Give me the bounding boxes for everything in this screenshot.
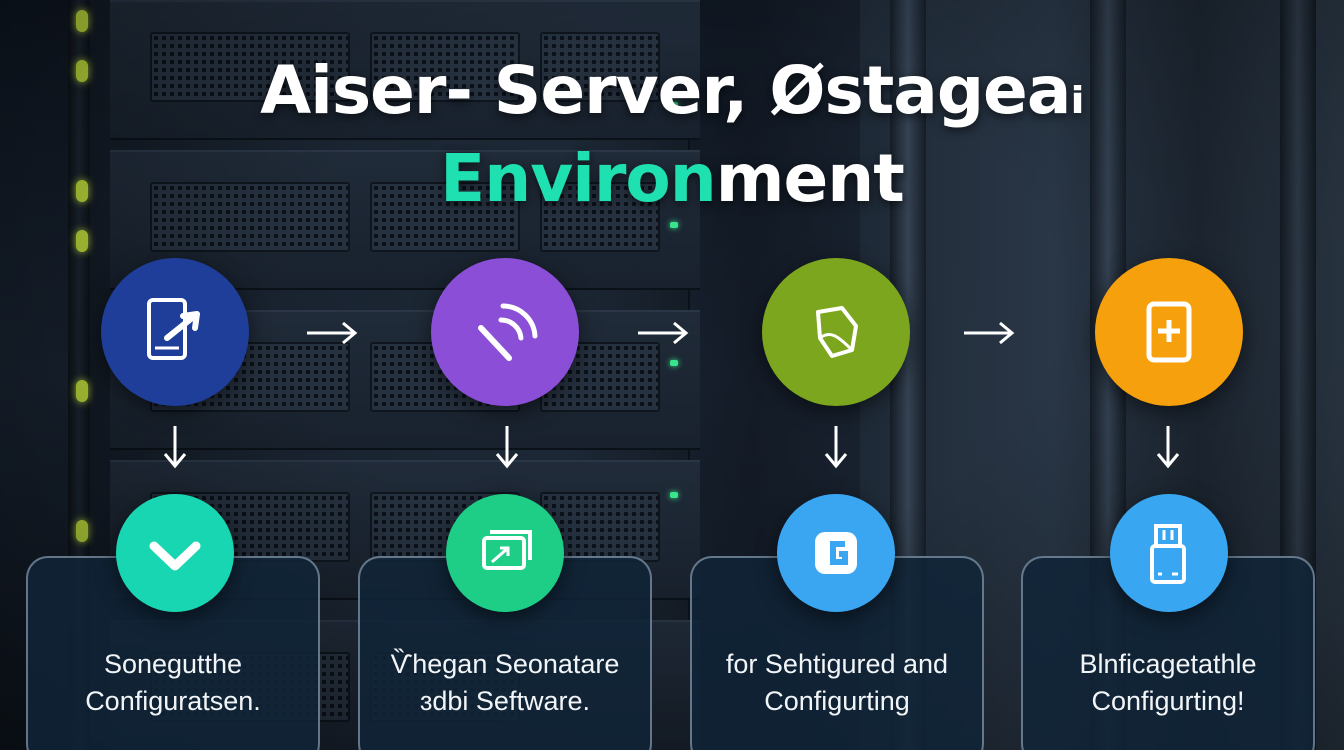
signal-wave-icon [478, 303, 538, 361]
leaf-document-icon [816, 306, 858, 358]
letter-c-icon [815, 532, 857, 574]
arrow-down-icon [163, 426, 187, 469]
title-line-1: Aiser- Server, Østageaᵢ [260, 52, 1085, 129]
step-3-bottom-node [777, 494, 895, 612]
arrow-down-icon [1156, 426, 1180, 469]
step-2-text: Ѷhegan Seonatare ɜdbi Seftware. [360, 646, 650, 720]
step-3-line-2: Configurting [764, 686, 910, 716]
step-4-text: Blnficagetathle Configurting! [1023, 646, 1313, 720]
rack-unit [110, 0, 700, 140]
step-1-top-node [101, 258, 249, 406]
arrow-right-icon [638, 321, 689, 345]
step-4-line-2: Configurting! [1091, 686, 1245, 716]
step-1-text: Sonegutthe Configuratsen. [28, 646, 318, 720]
tablet-cursor-icon [147, 298, 200, 360]
step-2-line-1: Ѷhegan Seonatare [390, 649, 620, 679]
window-arrow-icon [482, 530, 532, 570]
step-3-text: for Sehtigured and Configurting [692, 646, 982, 720]
checkmark-icon [149, 541, 201, 571]
step-1-bottom-node [116, 494, 234, 612]
title-highlight: Environ [440, 140, 717, 217]
arrow-right-icon [964, 321, 1015, 345]
title-line-2: Environment [0, 140, 1344, 217]
step-4-line-1: Blnficagetathle [1079, 649, 1257, 679]
step-4-top-node [1095, 258, 1243, 406]
step-4-bottom-node [1110, 494, 1228, 612]
arrow-down-icon [824, 426, 848, 469]
step-3-line-1: for Sehtigured and [725, 649, 949, 679]
title-rest: ment [715, 140, 905, 217]
step-1-line-1: Sonegutthe [103, 649, 243, 679]
step-2-line-2: ɜdbi Seftware. [420, 686, 590, 716]
usb-drive-icon [1150, 524, 1186, 584]
arrow-down-icon [495, 426, 519, 469]
step-2-top-node [431, 258, 579, 406]
arrow-right-icon [307, 321, 358, 345]
step-1-line-2: Configuratsen. [85, 686, 261, 716]
step-3-top-node [762, 258, 910, 406]
step-2-bottom-node [446, 494, 564, 612]
plus-device-icon [1146, 301, 1192, 363]
